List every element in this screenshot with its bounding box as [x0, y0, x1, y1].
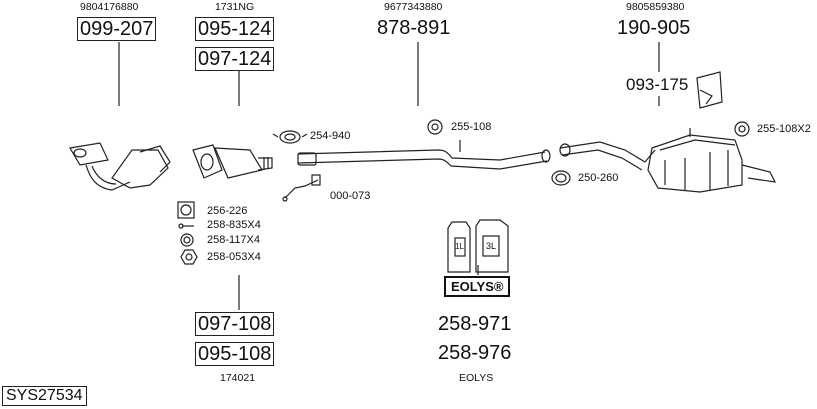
ref-number-1: 9804176880: [80, 1, 139, 13]
part-256-226[interactable]: 256-226: [207, 205, 248, 217]
bottom-ref-174021: 174021: [220, 372, 256, 384]
gasket-256-226-icon: [177, 201, 195, 219]
hanger-255-108x2-icon: [734, 121, 750, 137]
part-093-175[interactable]: 093-175: [626, 75, 689, 94]
sensor-000-073-icon: [282, 174, 321, 202]
clamp-250-260-icon: [551, 170, 571, 186]
part-box-097-108[interactable]: 097-108: [195, 312, 275, 336]
part-box-099-207[interactable]: 099-207: [77, 17, 157, 41]
part-258-117x4[interactable]: 258-117X4: [207, 234, 261, 246]
clamp-254-940-icon: [272, 130, 308, 144]
part-box-097-124[interactable]: 097-124: [195, 47, 275, 71]
eolys-label: EOLYS®: [444, 276, 511, 297]
part-255-108[interactable]: 255-108: [451, 121, 492, 133]
fitting-kit-icon: [696, 71, 723, 109]
part-box-095-108[interactable]: 095-108: [195, 342, 275, 366]
part-258-971[interactable]: 258-971: [438, 313, 512, 335]
ref-number-4: 9805859380: [626, 1, 685, 13]
part-box-095-124[interactable]: 095-124: [195, 17, 275, 41]
part-190-905[interactable]: 190-905: [617, 17, 691, 39]
hanger-255-108-icon: [427, 119, 443, 135]
particulate-filter-icon: [192, 144, 273, 179]
washer-258-117-icon: [180, 233, 194, 247]
part-250-260[interactable]: 250-260: [578, 172, 619, 184]
part-258-053x4[interactable]: 258-053X4: [207, 251, 261, 263]
part-000-073[interactable]: 000-073: [330, 190, 371, 202]
can-1l-icon: [447, 221, 471, 273]
bolt-258-835-icon: [178, 223, 194, 229]
middle-pipe-icon: [297, 140, 551, 170]
bottom-ref-eolys: EOLYS: [459, 372, 494, 384]
ref-number-3: 9677343880: [384, 1, 443, 13]
can-3l-icon: [475, 219, 509, 273]
can-label-3l: 3L: [486, 241, 497, 251]
catalytic-converter-1-icon: [69, 142, 171, 191]
part-258-976[interactable]: 258-976: [438, 342, 512, 364]
system-code: SYS27534: [2, 386, 87, 406]
ref-number-2: 1731NG: [215, 1, 255, 13]
part-258-835x4[interactable]: 258-835X4: [207, 219, 261, 231]
part-878-891[interactable]: 878-891: [377, 17, 451, 39]
rear-silencer-icon: [559, 128, 777, 193]
can-label-1l: 1L: [455, 242, 464, 251]
part-254-940[interactable]: 254-940: [310, 130, 351, 142]
part-255-108x2[interactable]: 255-108X2: [757, 123, 811, 135]
nut-258-053-icon: [180, 249, 198, 265]
